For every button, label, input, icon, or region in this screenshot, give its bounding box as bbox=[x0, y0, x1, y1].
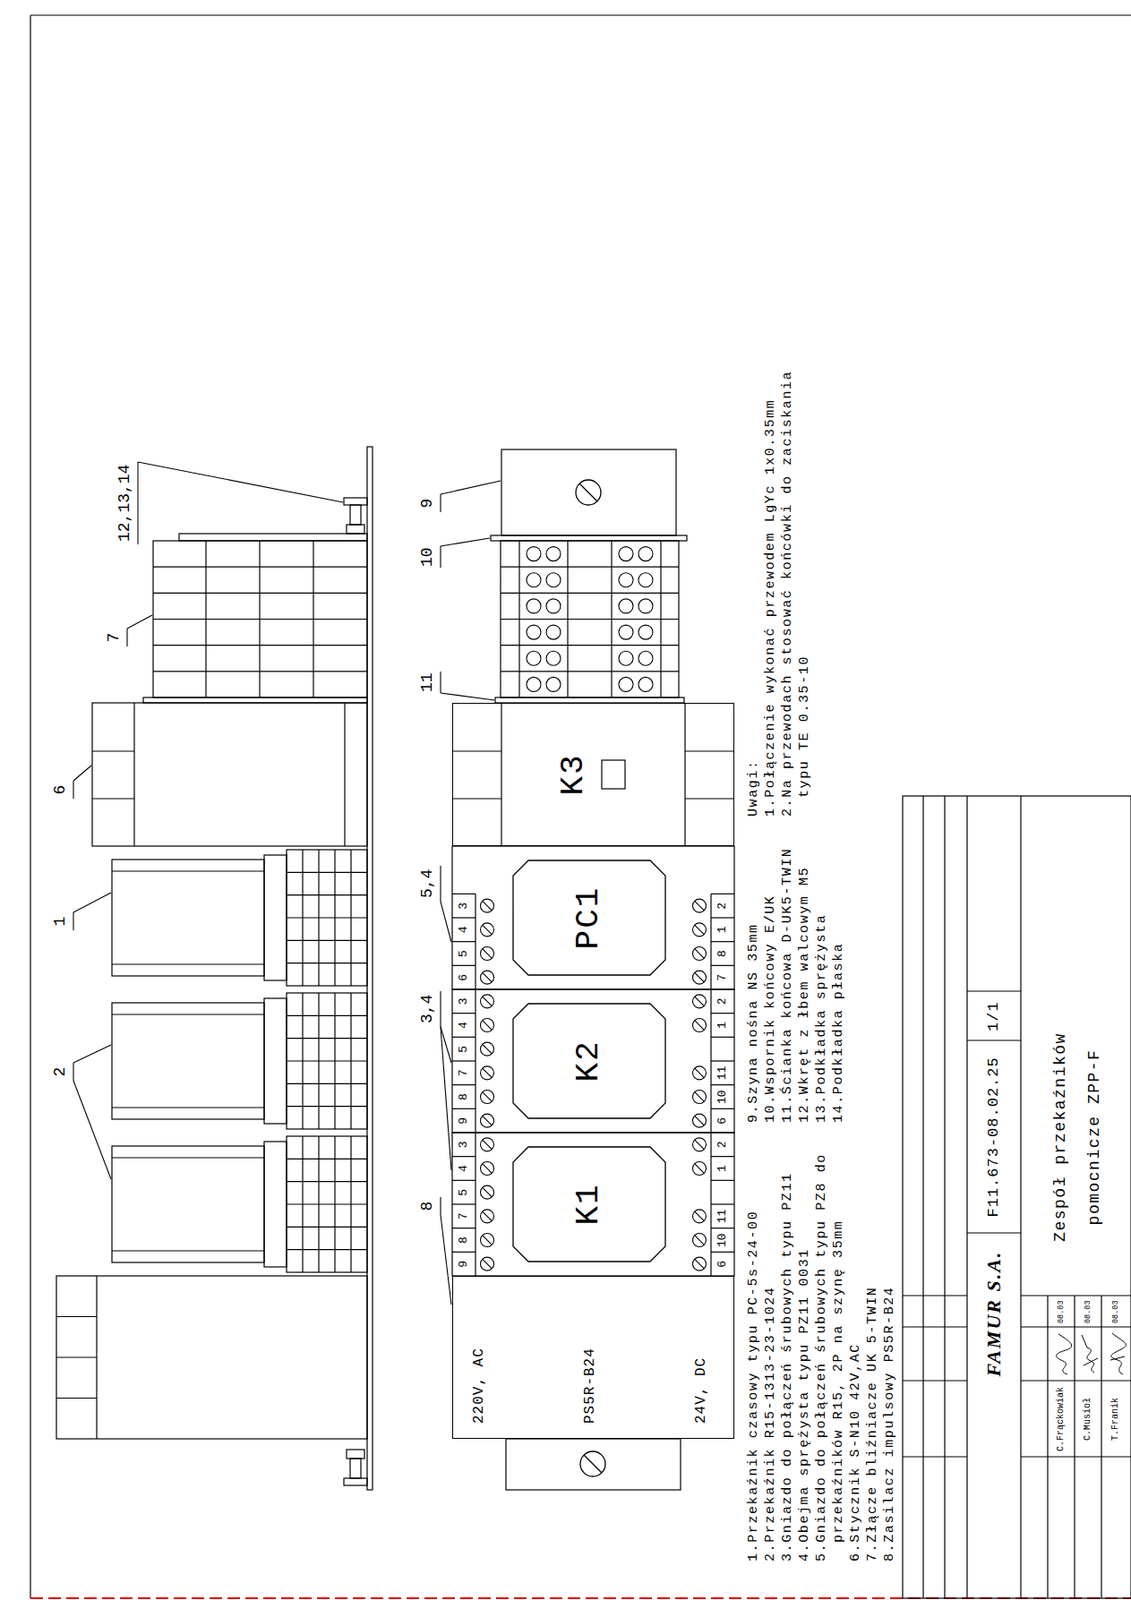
device-tag: PC1 bbox=[569, 886, 609, 951]
front-view bbox=[452, 449, 735, 1491]
sheet-frame bbox=[30, 15, 1131, 1599]
pin-number: 9 bbox=[456, 1117, 472, 1125]
drawing-title: Zespół przekaźników pomocnicze ZPP-F bbox=[1043, 998, 1112, 1277]
callout-number: 2 bbox=[51, 1067, 71, 1078]
parts-list-item: 1.Przekaźnik czasowy typu PC-5s-24-00 bbox=[745, 1210, 763, 1562]
pin-number: 1 bbox=[715, 1021, 730, 1029]
callout-number: 12,13,14 bbox=[115, 464, 136, 542]
relay-outline-shape bbox=[513, 1003, 666, 1119]
relay-outline-shape bbox=[513, 860, 666, 976]
pin-number: 9 bbox=[456, 1260, 472, 1269]
parts-list-item: 9.Szyna nośna NS 35mm bbox=[745, 923, 763, 1123]
parts-list-item: 13.Podkładka sprężysta bbox=[813, 914, 831, 1123]
power-supply-box: 220V, AC PS5R-B24 24V, DC bbox=[452, 1276, 735, 1440]
leader-lines bbox=[73, 462, 501, 1305]
pin-number: 2 bbox=[715, 998, 730, 1006]
pin-number: 7 bbox=[715, 974, 730, 982]
note: 2.Na przewodach stosować końcówki do zac… bbox=[779, 350, 814, 817]
note: 1.Połączenie wykonać przewodem LgYc 1x0.… bbox=[762, 399, 780, 817]
pin-number: 11 bbox=[715, 1209, 730, 1225]
device-tag: K2 bbox=[569, 1039, 609, 1082]
callout-number: 9 bbox=[418, 498, 438, 509]
pin-number: 5 bbox=[456, 1189, 472, 1197]
pin-number: 1 bbox=[715, 926, 730, 934]
relay-outline-shape bbox=[513, 1147, 666, 1262]
pin-number: 4 bbox=[456, 1165, 472, 1173]
callout-number: 5,4 bbox=[418, 869, 438, 899]
callout-number: 3,4 bbox=[418, 994, 438, 1024]
side-view bbox=[56, 446, 373, 1491]
signer-name: C.Musioł bbox=[1082, 1397, 1094, 1441]
pin-number: 4 bbox=[456, 1021, 472, 1029]
parts-list-item: 7.Złącze bliźniacze UK 5-TWIN bbox=[864, 1286, 882, 1562]
notes-heading: Uwagi: bbox=[745, 759, 763, 817]
pin-number: 5 bbox=[456, 1045, 472, 1054]
pin-number: 3 bbox=[456, 998, 472, 1006]
relay-box: K1 bbox=[512, 1146, 667, 1263]
pin-number: 6 bbox=[715, 1117, 730, 1125]
pin-number: 8 bbox=[715, 950, 730, 958]
callout-number: 1 bbox=[51, 916, 71, 927]
pin-number: 7 bbox=[456, 1213, 472, 1221]
company-name: FAMUR S.A. bbox=[982, 1250, 1006, 1378]
pin-number: 8 bbox=[456, 1093, 472, 1101]
callout-number: 7 bbox=[104, 633, 125, 643]
parts-list-item: 2.Przekaźnik R15-1313-23-1024 bbox=[762, 1286, 780, 1562]
parts-list-item: 6.Stycznik S-N10 42V,AC bbox=[847, 1343, 865, 1562]
title-block bbox=[902, 796, 1131, 1599]
callout-number: 11 bbox=[418, 672, 438, 693]
parts-list-item: 12.Wkręt z łbem walcowym M5 bbox=[796, 866, 814, 1123]
pin-number: 10 bbox=[715, 1233, 730, 1248]
pin-number: 6 bbox=[715, 1260, 730, 1269]
device-tag: K3 bbox=[554, 753, 593, 796]
pin-number: 5 bbox=[456, 950, 472, 958]
device-tag: K1 bbox=[569, 1182, 609, 1226]
parts-list-item: 4.Obejma sprężysta typu PZ11 0031 bbox=[796, 1248, 814, 1562]
date: 08.03 bbox=[1083, 1300, 1093, 1324]
pin-number: 1 bbox=[715, 1165, 730, 1173]
relay-box: K2 bbox=[512, 1002, 667, 1120]
timer-relay-box: PC1 bbox=[512, 859, 667, 977]
unit-label: 220V, AC bbox=[471, 1347, 489, 1424]
callout-number: 10 bbox=[418, 547, 438, 567]
signer-name: T.Franik bbox=[1110, 1397, 1122, 1441]
signatures bbox=[1055, 1333, 1126, 1375]
sheet-number: 1/1 bbox=[985, 1001, 1003, 1032]
pin-number: 8 bbox=[456, 1236, 472, 1244]
parts-list-item: 11.Ścianka końcowa D-UK5-TWIN bbox=[779, 848, 797, 1123]
parts-list-item: 10.Wspornik końcowy E/UK bbox=[762, 895, 780, 1123]
callout-number: 8 bbox=[418, 1201, 438, 1212]
pin-number: 6 bbox=[456, 974, 472, 982]
parts-list-item: 8.Zasilacz impulsowy PS5R-B24 bbox=[881, 1286, 899, 1562]
parts-list-item: 14.Podkładka płaska bbox=[830, 942, 848, 1123]
pin-number: 2 bbox=[715, 902, 730, 910]
parts-list-item: 5.Gniazdo do połączeń śrubowych typu PZ8… bbox=[813, 1148, 848, 1562]
unit-label: PS5R-B24 bbox=[582, 1347, 600, 1424]
pin-number: 11 bbox=[715, 1066, 730, 1081]
parts-list-item: 3.Gniazdo do połączeń śrubowych typu PZ1… bbox=[779, 1172, 797, 1562]
unit-label: 24V, DC bbox=[693, 1357, 711, 1424]
signer-name: C.Frąckowiak bbox=[1055, 1387, 1067, 1452]
pin-number: 10 bbox=[715, 1089, 730, 1105]
date: 08.03 bbox=[1111, 1300, 1121, 1324]
pin-number: 4 bbox=[456, 926, 472, 934]
drawing-number: F11.673-08.02.25 bbox=[985, 1056, 1003, 1217]
pin-number: 2 bbox=[715, 1141, 730, 1149]
callout-number: 6 bbox=[51, 785, 71, 796]
date: 08.03 bbox=[1056, 1300, 1066, 1324]
contactor-box: K3 bbox=[452, 702, 735, 847]
pin-number: 3 bbox=[456, 902, 472, 910]
pin-number: 3 bbox=[456, 1141, 472, 1149]
pin-number: 7 bbox=[456, 1070, 472, 1078]
